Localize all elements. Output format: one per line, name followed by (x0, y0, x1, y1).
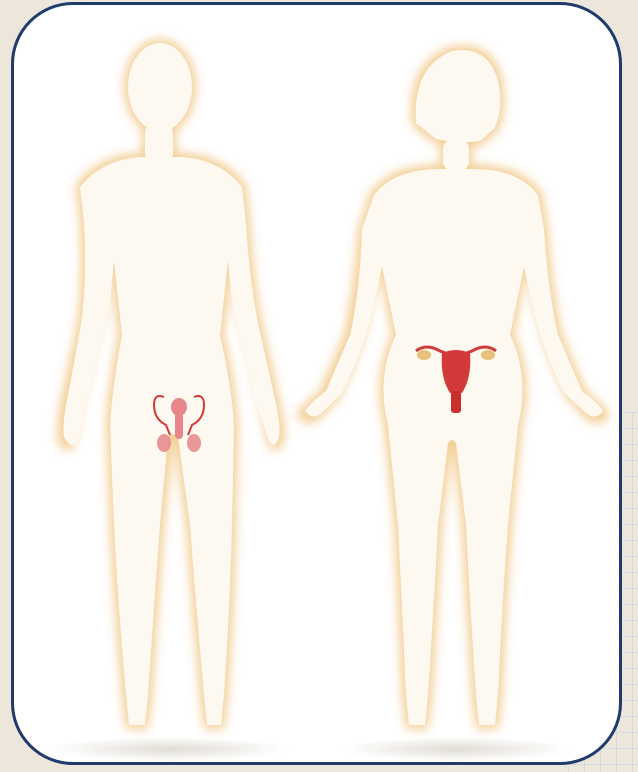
male-floor-shadow (50, 737, 290, 761)
female-floor-shadow (341, 737, 571, 761)
male-figure (58, 39, 285, 729)
body-diagram (14, 5, 622, 765)
illustration-card (11, 2, 622, 765)
female-figure (296, 46, 610, 729)
